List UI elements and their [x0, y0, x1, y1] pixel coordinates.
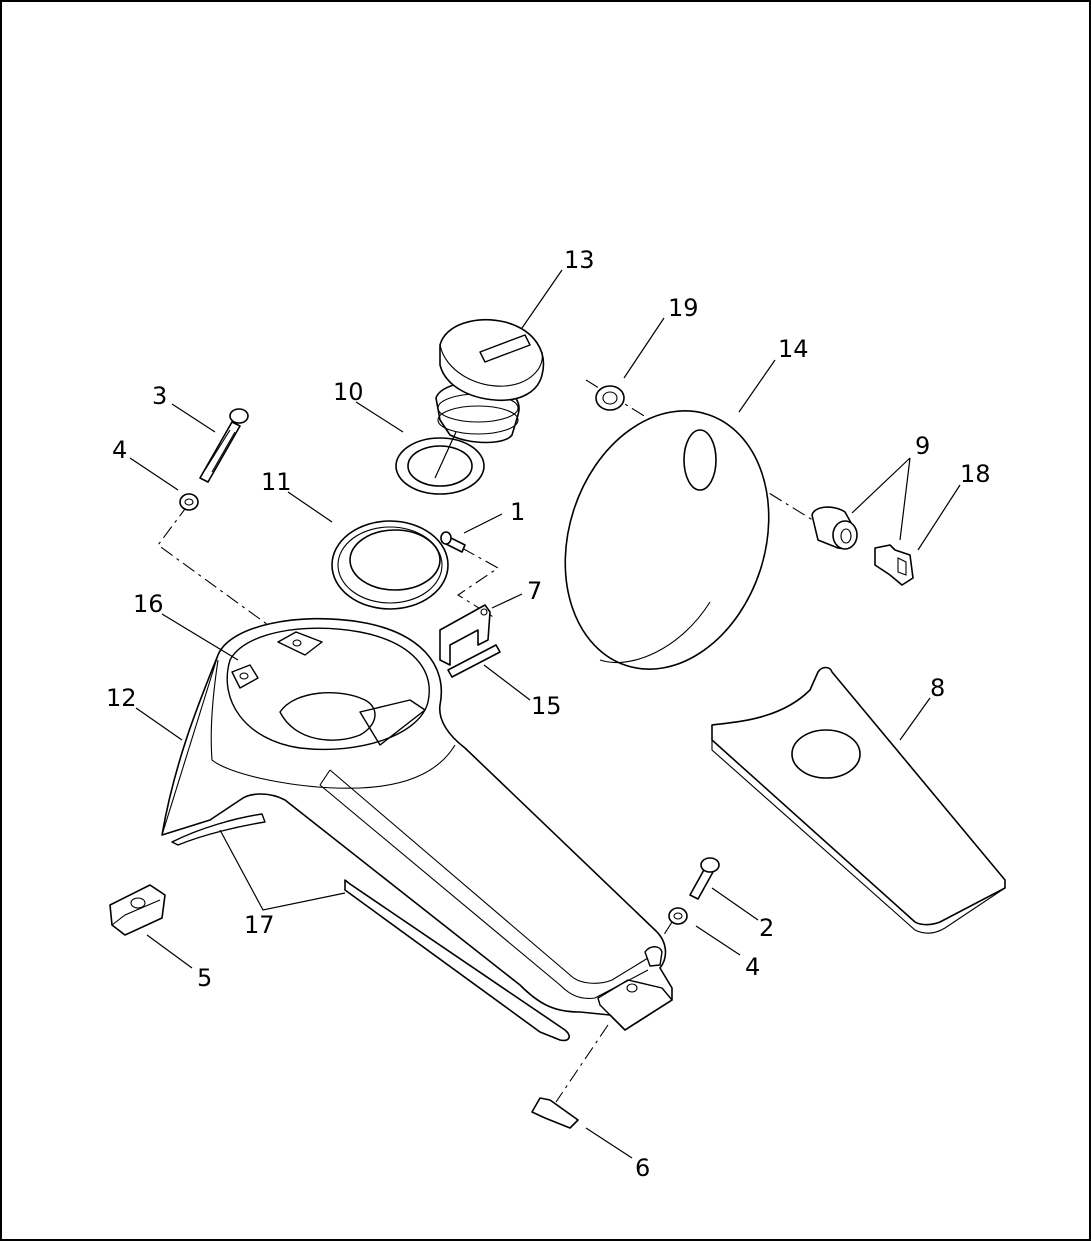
callout-18: 18 — [960, 460, 991, 488]
callout-labels: 13 19 14 9 18 10 11 1 7 15 3 4 16 12 8 1… — [106, 246, 991, 1182]
callout-1: 1 — [510, 498, 525, 526]
callout-6: 6 — [635, 1154, 650, 1182]
part-2-screw — [689, 857, 720, 900]
part-14-cover — [564, 410, 770, 670]
callout-7: 7 — [527, 577, 542, 605]
part-15-pin — [447, 644, 501, 678]
callout-17: 17 — [244, 911, 275, 939]
leader-lines — [129, 269, 961, 1159]
callout-16: 16 — [133, 590, 164, 618]
part-7-bracket — [439, 604, 491, 666]
part-10-gasket — [395, 431, 485, 495]
callout-10: 10 — [333, 378, 364, 406]
part-6-speed-clip — [531, 1097, 579, 1129]
part-3-screw — [199, 408, 249, 483]
callout-5: 5 — [197, 964, 212, 992]
callout-19: 19 — [668, 294, 699, 322]
part-18-key — [874, 544, 914, 586]
callout-8: 8 — [930, 674, 945, 702]
part-11-grommet — [331, 520, 449, 610]
callout-4-lower: 4 — [745, 953, 760, 981]
callout-11: 11 — [261, 468, 292, 496]
callout-14: 14 — [778, 335, 809, 363]
callout-9: 9 — [915, 432, 930, 460]
callout-15: 15 — [531, 692, 562, 720]
part-9-lock — [811, 506, 858, 550]
part-1-screw — [440, 531, 466, 553]
part-13-fuel-cap — [435, 318, 545, 444]
callout-4-upper: 4 — [112, 436, 127, 464]
part-17-trim-strips — [344, 879, 570, 1042]
callout-2: 2 — [759, 914, 774, 942]
part-8-pad — [711, 666, 1006, 934]
part-4-washer — [179, 493, 688, 925]
callout-3: 3 — [152, 382, 167, 410]
callout-13: 13 — [564, 246, 595, 274]
part-19-nut — [595, 385, 625, 411]
part-5-clip-nut — [109, 884, 166, 936]
part-12-console — [161, 617, 673, 1031]
callout-12: 12 — [106, 684, 137, 712]
